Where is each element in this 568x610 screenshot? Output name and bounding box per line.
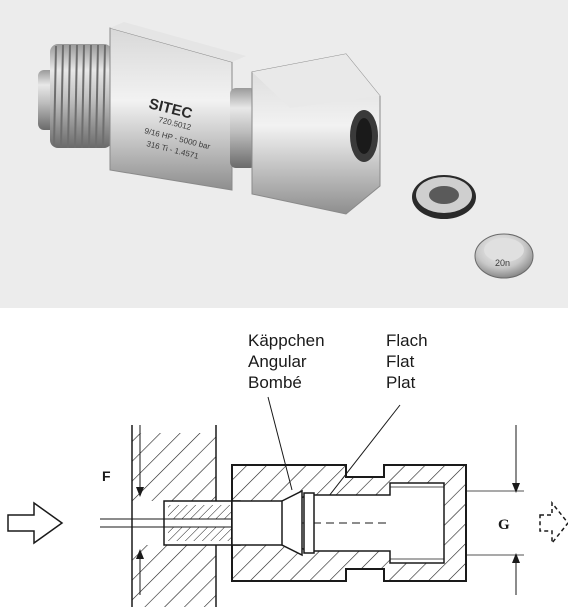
cone-mark: 20n — [495, 258, 510, 268]
male-thread-end — [38, 44, 112, 149]
hex-body: SITEC 720.5012 9/16 HP - 5000 bar 316 Ti… — [109, 22, 246, 191]
cross-section-diagram: F G — [0, 395, 568, 610]
fitting-body-section — [231, 464, 467, 582]
dimension-f: F — [102, 425, 144, 595]
neck — [230, 88, 256, 168]
cone-seal-label-de: Käppchen — [248, 331, 325, 350]
flat-seal-label-fr: Plat — [386, 373, 416, 392]
dimension-g: G — [466, 425, 524, 595]
flat-seal-label-en: Flat — [386, 352, 415, 371]
tube-stub — [100, 500, 300, 546]
flat-washer — [412, 175, 476, 219]
cone-seal: 20n — [474, 233, 534, 279]
product-photo: SITEC 720.5012 9/16 HP - 5000 bar 316 Ti… — [0, 0, 568, 308]
cone-seal-label-en: Angular — [248, 352, 307, 371]
hex-nut — [251, 53, 381, 215]
flat-seal-section — [303, 492, 315, 554]
cone-seal-label-fr: Bombé — [248, 373, 302, 392]
dim-label-f: F — [102, 468, 111, 484]
cone-seal-label: Käppchen Angular Bombé — [248, 330, 325, 393]
flat-seal-label-de: Flach — [386, 331, 428, 350]
port-wall — [131, 425, 217, 607]
flow-in-arrow-icon — [7, 501, 64, 545]
flow-out-arrow-icon — [539, 500, 568, 546]
dim-label-g: G — [498, 517, 510, 533]
flat-seal-label: Flach Flat Plat — [386, 330, 428, 393]
cone-seal-section — [281, 489, 303, 557]
seal-type-labels: Käppchen Angular Bombé Flach Flat Plat — [0, 330, 568, 410]
